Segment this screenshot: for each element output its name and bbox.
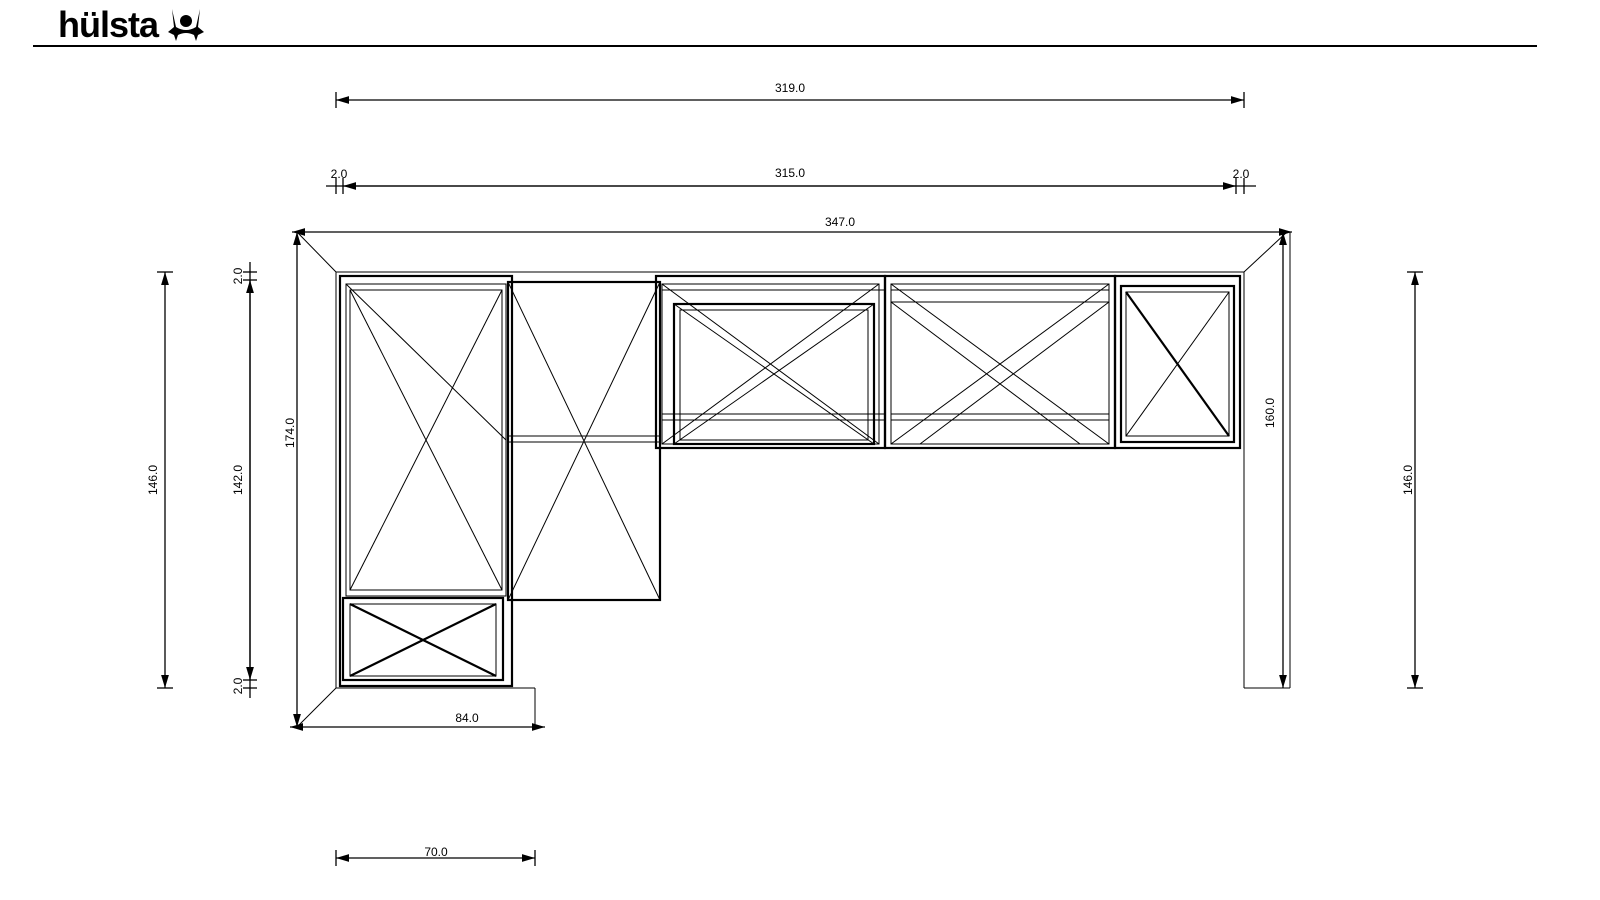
dim-label: 319.0 — [775, 81, 805, 95]
dim-label: 160.0 — [1263, 398, 1277, 428]
dim-right-height-outer: 146.0 — [1401, 271, 1423, 689]
dim-left-height-outer: 146.0 — [146, 271, 173, 689]
brand-name: hülsta — [58, 4, 159, 45]
dim-base-depth: 84.0 — [290, 711, 545, 731]
dim-label: 174.0 — [283, 418, 297, 448]
dim-label: 347.0 — [825, 215, 855, 229]
brand-logo: hülsta — [58, 4, 206, 46]
dim-label: 142.0 — [231, 465, 245, 495]
wall-cabinet-2 — [883, 274, 1117, 450]
wall-outline — [296, 231, 1291, 728]
dim-label: 146.0 — [146, 465, 160, 495]
dim-inner-height: 2.0 142.0 2.0 — [231, 262, 257, 698]
dim-label: 2.0 — [1233, 167, 1250, 181]
corner-panel — [506, 280, 662, 602]
dim-right-wall-height: 160.0 — [1263, 232, 1287, 688]
dim-bottom-width: 70.0 — [335, 845, 536, 866]
dim-label: 2.0 — [231, 267, 245, 284]
dim-label: 2.0 — [231, 677, 245, 694]
dim-total-height: 174.0 — [283, 232, 301, 727]
cabinet-tall-left — [338, 274, 514, 688]
dim-label: 84.0 — [455, 711, 479, 725]
hulsta-emblem-icon — [168, 9, 205, 41]
dim-inner-width: 2.0 315.0 2.0 — [326, 166, 1256, 194]
dim-outer-width: 347.0 — [292, 215, 1292, 236]
dim-label: 2.0 — [331, 167, 348, 181]
dim-label: 70.0 — [424, 845, 448, 859]
header-divider — [33, 45, 1537, 47]
wall-cabinet-1 — [654, 274, 887, 450]
dim-overall-top: 319.0 — [335, 81, 1245, 108]
dim-label: 315.0 — [775, 166, 805, 180]
wall-cabinet-3 — [1113, 274, 1242, 450]
dim-label: 146.0 — [1401, 465, 1415, 495]
